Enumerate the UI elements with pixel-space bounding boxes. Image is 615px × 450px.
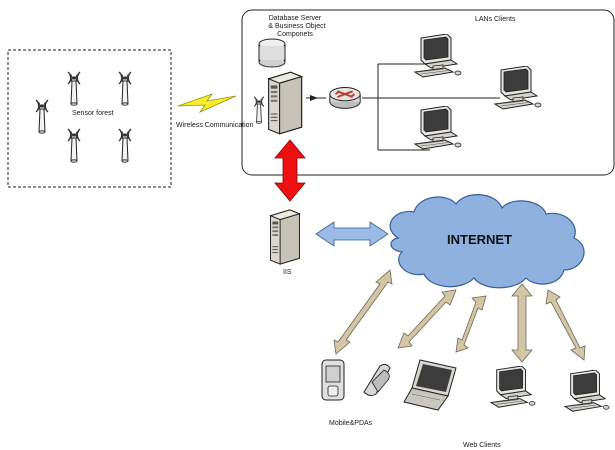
db-server-icon bbox=[268, 71, 303, 135]
sensor-icon bbox=[67, 71, 81, 106]
sensor-icon bbox=[35, 99, 49, 134]
sensor-forest-box bbox=[7, 49, 172, 188]
desktop-icon bbox=[564, 370, 610, 412]
db-server-label-line2: & Business Object bbox=[268, 23, 325, 30]
db-server-label-line1: Database Server bbox=[269, 15, 322, 22]
tan-arrow-icon bbox=[545, 289, 586, 361]
server-zone-box bbox=[241, 9, 615, 176]
db-server-label-line3: Componets bbox=[277, 31, 313, 38]
lan-clients-label: LANs Clients bbox=[475, 16, 516, 23]
desktop-icon bbox=[414, 34, 462, 78]
desktop-icon bbox=[490, 366, 536, 408]
desktop-icon bbox=[494, 66, 542, 110]
sensor-icon bbox=[118, 71, 132, 106]
mobile-label: Mobile&PDAs bbox=[329, 420, 373, 427]
sensor-icon bbox=[118, 128, 132, 163]
blue-arrow-icon bbox=[315, 221, 389, 247]
internet-label: INTERNET bbox=[447, 232, 512, 247]
flip-phone-icon bbox=[363, 363, 391, 397]
tan-arrow-icon bbox=[455, 295, 487, 353]
red-arrow-icon bbox=[274, 139, 306, 202]
tan-arrow-icon bbox=[511, 283, 533, 363]
sensor-forest-label: Sensor forest bbox=[72, 110, 114, 117]
database-icon bbox=[258, 38, 286, 68]
iis-label: IIS bbox=[283, 269, 292, 276]
antenna-icon bbox=[253, 96, 265, 124]
router-icon bbox=[328, 86, 362, 110]
tan-arrow-icon bbox=[397, 289, 457, 349]
web-clients-label: Web Clients bbox=[463, 442, 501, 449]
mobile-phone-icon bbox=[321, 359, 345, 401]
tan-arrow-icon bbox=[333, 269, 393, 355]
iis-server-icon bbox=[269, 209, 300, 265]
sensor-icon bbox=[67, 128, 81, 163]
desktop-icon bbox=[414, 106, 462, 150]
laptop-icon bbox=[403, 359, 457, 411]
lightning-icon bbox=[177, 93, 237, 113]
internet-cloud-icon bbox=[389, 194, 585, 289]
wireless-label: Wireless Communication bbox=[176, 122, 254, 129]
